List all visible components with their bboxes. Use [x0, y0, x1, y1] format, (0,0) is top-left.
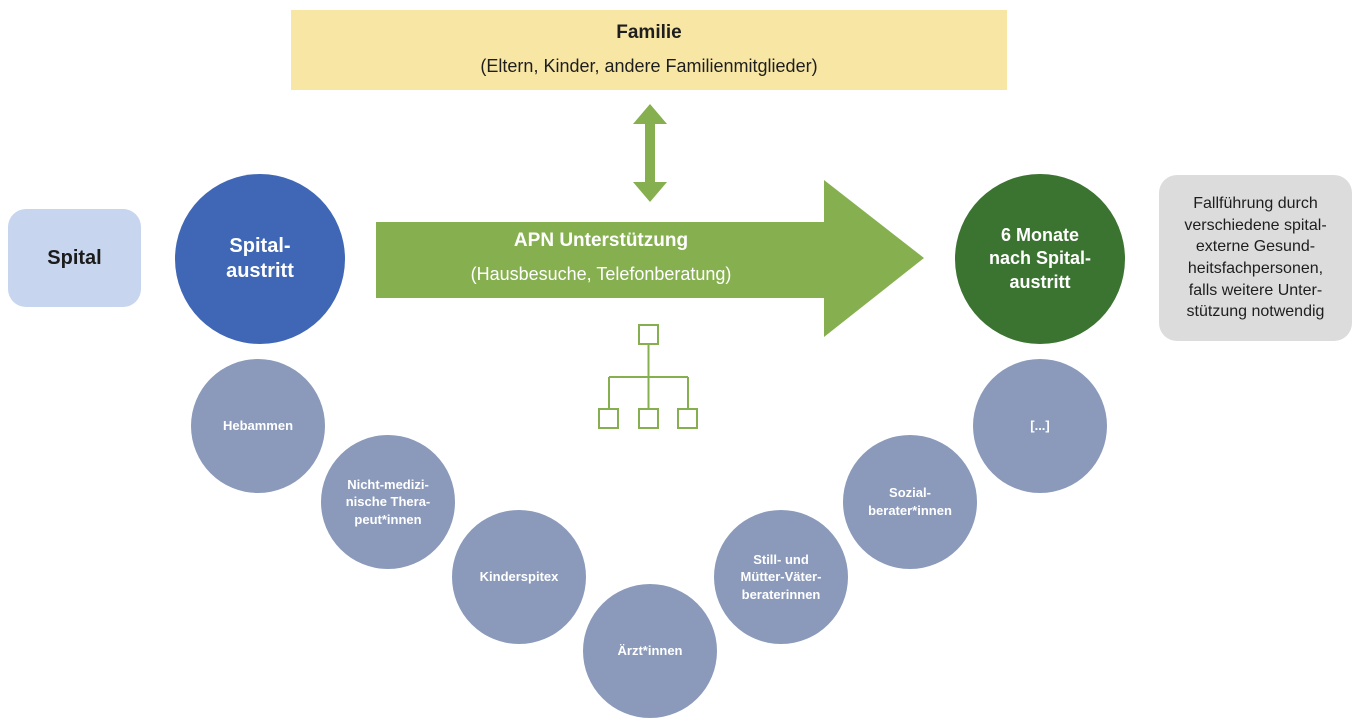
apn-support-subtitle: (Hausbesuche, Telefonberatung) [470, 264, 732, 284]
professional-parent-counselors: Still- und Mütter-Väter- beraterinnen [714, 510, 848, 644]
family-title: Familie [616, 22, 682, 43]
professional-social-workers: Sozial- berater*innen [843, 435, 977, 569]
professional-others: [...] [973, 359, 1107, 493]
org-chart-icon [598, 324, 698, 429]
family-subtitle: (Eltern, Kinder, andere Familienmitglied… [480, 56, 818, 76]
professional-doctors: Ärzt*innen [583, 584, 717, 718]
apn-support-arrow [376, 180, 924, 337]
professional-therapists: Nicht-medizi- nische Thera- peut*innen [321, 435, 455, 569]
case-management-box: Fallführung durch verschiedene spital- e… [1159, 175, 1352, 341]
professional-midwives: Hebammen [191, 359, 325, 493]
apn-support-title: APN Unterstützung [513, 230, 689, 251]
six-months-circle: 6 Monate nach Spital- austritt [955, 174, 1125, 344]
professional-childrens-homecare: Kinderspitex [452, 510, 586, 644]
double-arrow-vertical-icon [633, 104, 667, 202]
discharge-circle: Spital- austritt [175, 174, 345, 344]
family-box: Familie (Eltern, Kinder, andere Familien… [291, 10, 1007, 90]
spital-box: Spital [8, 209, 141, 307]
